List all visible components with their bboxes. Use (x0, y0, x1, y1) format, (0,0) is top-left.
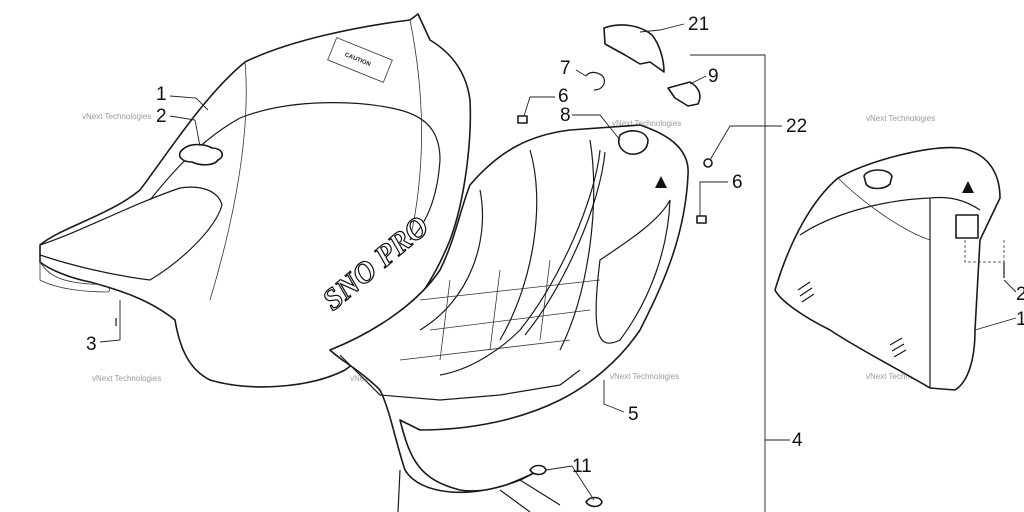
seat-base-grid-1 (399, 279, 601, 361)
seat-front-edge (39, 260, 111, 293)
seat-base-rail-right (559, 139, 595, 351)
leader-7 (575, 69, 587, 77)
seat-latch-cable-2 (524, 151, 606, 336)
leader-22 (709, 125, 782, 161)
seat-base-assembly (329, 124, 689, 512)
callout-9: 9 (708, 66, 719, 87)
leader-21 (639, 23, 685, 33)
seat-base-side-panel (595, 199, 671, 344)
watermark-4: vNext Technologies (866, 114, 935, 123)
leader-9 (689, 75, 707, 85)
callout-5: 5 (628, 404, 639, 425)
callout-3: 3 (86, 334, 97, 355)
storage-box-cap (863, 169, 893, 190)
watermark-5: vNext Technologies (92, 374, 161, 383)
watermark-8: vNext Technologies (866, 372, 935, 381)
leader-11 (545, 465, 595, 501)
latch-handle (667, 81, 701, 107)
seat-seam-1 (209, 61, 247, 301)
seat-base-rail-left (419, 189, 484, 331)
storage-box (774, 146, 1005, 391)
storage-box-latch-boss (955, 214, 979, 239)
marker-triangle-right (962, 181, 974, 193)
leader-4 (690, 54, 790, 512)
callout-1-right: 1 (1016, 309, 1024, 330)
rivet-11-upper (529, 464, 547, 476)
seat-cushion (39, 13, 472, 388)
leader-2 (169, 115, 201, 147)
callout-6-left: 6 (558, 86, 569, 107)
leader-2r (1003, 279, 1017, 293)
seat-latch-cable (439, 149, 601, 376)
leader-1r (974, 317, 1017, 331)
storage-box-dashed-guide (964, 240, 1005, 265)
clip-6-right (696, 215, 707, 224)
leader-6b (699, 181, 728, 216)
seat-base-rail-mid (499, 149, 538, 341)
clip-ring (585, 71, 605, 91)
callout-11: 11 (572, 456, 592, 477)
leader-3 (99, 300, 121, 343)
callout-2-right: 2 (1016, 284, 1024, 305)
seat-front-cushion (39, 186, 223, 281)
seat-assembly: CAUTION SNO PRO (39, 13, 472, 388)
callout-1: 1 (156, 84, 167, 105)
latch-cover (603, 24, 665, 73)
storage-box-vent-right (889, 337, 907, 358)
seat-base-leg (397, 469, 561, 512)
watermark-3: vNext Technologies (612, 119, 681, 128)
callout-2: 2 (156, 106, 167, 127)
leader-1 (169, 95, 209, 111)
rivet-11-lower (585, 496, 603, 508)
seat-latch (617, 130, 649, 155)
seat-base-outer (329, 124, 689, 494)
callout-21: 21 (688, 14, 709, 35)
callout-22: 22 (786, 116, 807, 137)
storage-box-crease (837, 177, 931, 241)
callout-6-right: 6 (732, 172, 743, 193)
leader-6a (523, 96, 555, 117)
seat-patch (178, 143, 224, 166)
leader-lines (99, 23, 1017, 512)
marker-triangle-left (655, 176, 667, 188)
seat-seam-2 (409, 19, 422, 241)
seat-base-bottom-tray (339, 354, 581, 401)
callout-8: 8 (560, 105, 571, 126)
clip-6-left (517, 115, 528, 124)
leader-8 (572, 114, 621, 141)
callout-4: 4 (792, 430, 803, 451)
screw-22 (703, 158, 713, 168)
storage-box-lid-edge (799, 196, 981, 236)
storage-box-body (774, 146, 1001, 391)
storage-box-vent-left (797, 281, 815, 303)
callouts: 1 2 3 4 5 6 6 7 8 9 11 21 22 2 1 (86, 14, 1024, 477)
callout-7: 7 (560, 58, 571, 79)
watermark-7: vNext Technologies (610, 372, 679, 381)
leader-5 (603, 380, 625, 413)
seat-base-grid-2 (439, 259, 551, 361)
watermark-1: vNext Technologies (82, 112, 151, 121)
small-parts (115, 24, 713, 508)
